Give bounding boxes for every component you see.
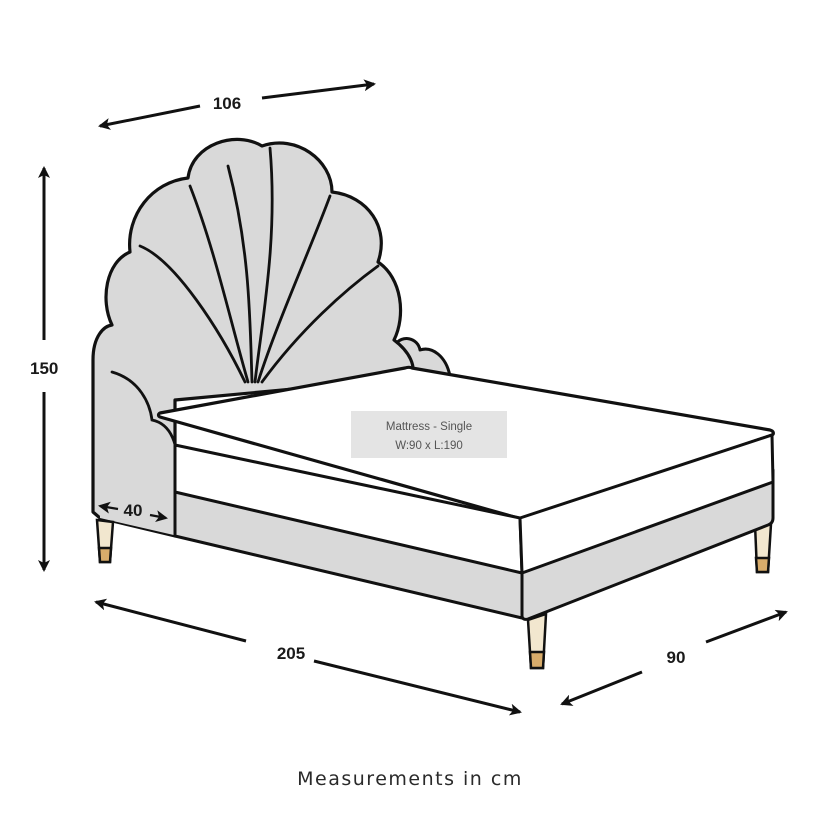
arrow-length-left [94,598,247,643]
arrow-headboard-width-right [261,79,376,100]
mattress-label-box [351,411,507,458]
dimension-length: 205 [94,598,522,716]
leg-back-right [753,522,773,574]
dimension-headboard-width: 106 [98,79,376,130]
dimension-width: 90 [560,609,788,706]
dimension-height: 150 [30,166,58,572]
arrow-width-left [560,670,643,706]
bed-base-end [520,468,775,621]
mattress-label: Mattress - Single W:90 x L:190 [351,411,507,458]
label-length: 205 [277,644,305,663]
label-height: 150 [30,359,58,378]
leg-front-left [95,518,115,564]
label-leg: 40 [124,501,143,520]
arrow-length-right [313,659,522,716]
arrow-width-right [705,609,788,644]
mattress-size: W:90 x L:190 [395,440,463,452]
headboard-channel-lines [138,146,380,384]
mattress-side-end [518,433,775,575]
dimension-leg: 40 [98,501,168,523]
arrow-leg-right [149,510,168,523]
headboard-wing [99,372,178,536]
leg-front-right [526,612,548,670]
arrow-headboard-width-left [98,104,201,130]
label-headboard-width: 106 [213,94,241,113]
arrow-leg-left [98,501,119,514]
label-width: 90 [667,648,686,667]
measurements-caption: Measurements in cm [297,768,523,790]
mattress-title: Mattress - Single [386,421,472,433]
